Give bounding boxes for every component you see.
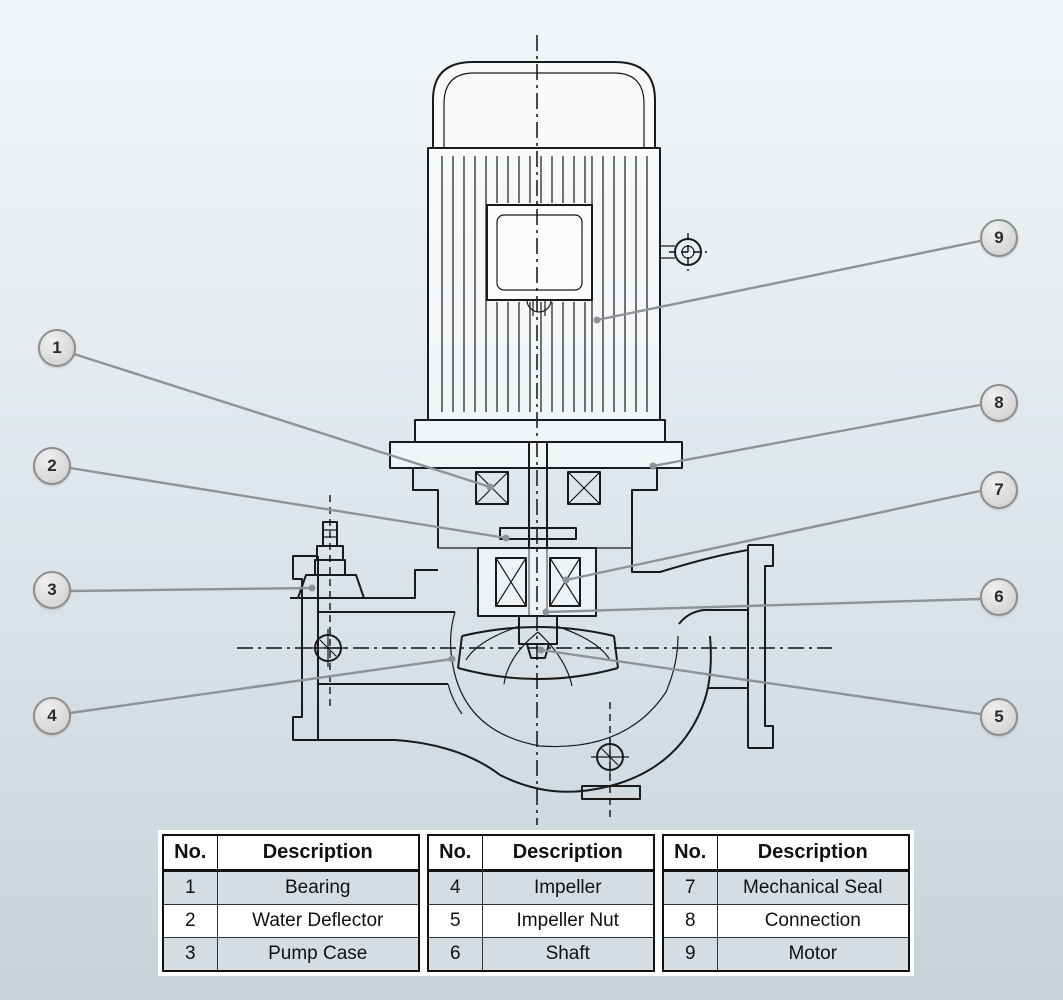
col-header-description: Description — [716, 834, 910, 872]
table-header-row: No. Description — [427, 834, 655, 872]
table-row: 8 Connection — [662, 904, 910, 938]
col-header-description: Description — [481, 834, 655, 872]
part-description: Pump Case — [216, 937, 420, 972]
col-header-description: Description — [216, 834, 420, 872]
centerlines — [237, 35, 832, 825]
part-no: 1 — [162, 870, 218, 905]
part-description: Motor — [716, 937, 910, 972]
callout-badge-7: 7 — [980, 471, 1018, 509]
col-header-no: No. — [162, 834, 218, 872]
parts-tables-panel: No. Description 1 Bearing 2 Water Deflec… — [158, 830, 914, 976]
table-row: 4 Impeller — [427, 870, 655, 905]
callout-badge-2: 2 — [33, 447, 71, 485]
col-header-no: No. — [662, 834, 718, 872]
callout-leader-lines — [69, 239, 981, 716]
parts-table-1: No. Description 1 Bearing 2 Water Deflec… — [162, 834, 420, 972]
water-deflector-drawing — [499, 527, 577, 540]
parts-table-3: No. Description 7 Mechanical Seal 8 Conn… — [662, 834, 910, 972]
callout-badge-5: 5 — [980, 698, 1018, 736]
table-header-row: No. Description — [162, 834, 420, 872]
callout-badge-3: 3 — [33, 571, 71, 609]
part-description: Impeller Nut — [481, 904, 655, 938]
callout-badge-9: 9 — [980, 219, 1018, 257]
part-no: 8 — [662, 904, 718, 938]
motor-junction-box — [486, 204, 593, 316]
impeller-nut-drawing — [526, 643, 550, 659]
table-row: 2 Water Deflector — [162, 904, 420, 938]
part-no: 7 — [662, 870, 718, 905]
callout-badge-4: 4 — [33, 697, 71, 735]
part-description: Impeller — [481, 870, 655, 905]
part-description: Mechanical Seal — [716, 870, 910, 905]
part-no: 6 — [427, 937, 483, 972]
parts-table-2: No. Description 4 Impeller 5 Impeller Nu… — [427, 834, 655, 972]
table-row: 7 Mechanical Seal — [662, 870, 910, 905]
part-no: 4 — [427, 870, 483, 905]
table-row: 5 Impeller Nut — [427, 904, 655, 938]
table-row: 3 Pump Case — [162, 937, 420, 972]
part-no: 3 — [162, 937, 218, 972]
part-description: Bearing — [216, 870, 420, 905]
callout-badge-6: 6 — [980, 578, 1018, 616]
callout-badge-8: 8 — [980, 384, 1018, 422]
part-description: Connection — [716, 904, 910, 938]
motor-side-connector — [660, 233, 707, 271]
part-no: 5 — [427, 904, 483, 938]
impeller-drawing — [457, 625, 619, 687]
callout-badge-1: 1 — [38, 329, 76, 367]
drain-bolt-section — [591, 702, 629, 818]
part-no: 9 — [662, 937, 718, 972]
case-fitting-drawing — [297, 495, 365, 710]
bearing-drawing — [475, 471, 601, 505]
col-header-no: No. — [427, 834, 483, 872]
pump-case-drawing — [290, 495, 774, 818]
table-row: 6 Shaft — [427, 937, 655, 972]
table-row: 1 Bearing — [162, 870, 420, 905]
part-description: Shaft — [481, 937, 655, 972]
connection-bracket-drawing — [389, 441, 683, 549]
motor-drawing — [414, 61, 707, 443]
table-row: 9 Motor — [662, 937, 910, 972]
part-no: 2 — [162, 904, 218, 938]
part-description: Water Deflector — [216, 904, 420, 938]
table-header-row: No. Description — [662, 834, 910, 872]
